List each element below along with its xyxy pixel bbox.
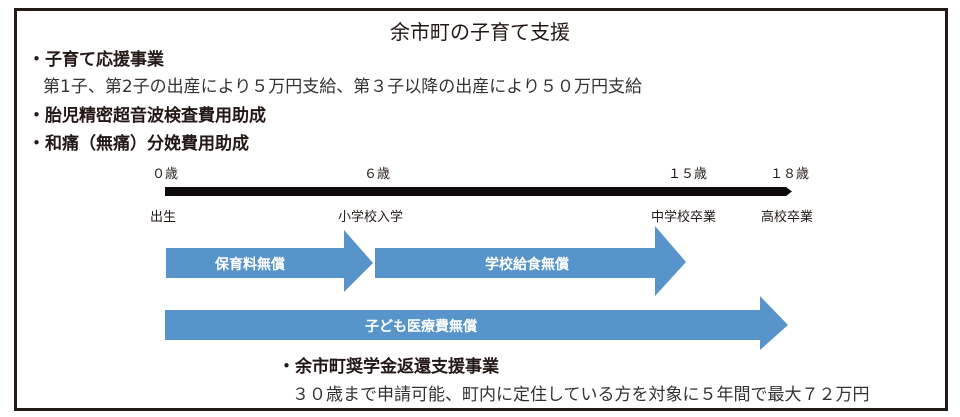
arrow-label-school-lunch: 学校給食無償	[485, 257, 569, 273]
timeline-bar	[165, 187, 792, 196]
arrow-medical	[165, 296, 788, 350]
age-label-6: ６歳	[364, 167, 391, 182]
page-title: 余市町の子育て支援	[390, 20, 570, 44]
arrow-school-lunch	[375, 226, 686, 296]
milestone-high-school-grad: 高校卒業	[761, 210, 814, 225]
section-heading-4: ・余市町奨学金返還支援事業	[278, 357, 499, 377]
arrow-nursery-fee	[166, 230, 373, 292]
section-heading-3: ・和痛（無痛）分娩費用助成	[28, 134, 249, 154]
section-detail-1: 第1子、第2子の出産により５万円支給、第３子以降の出産により５０万円支給	[43, 77, 642, 97]
arrow-label-medical: 子ども医療費無償	[365, 319, 477, 335]
age-label-0: ０歳	[152, 167, 179, 182]
section-heading-1: ・子育て応援事業	[28, 50, 164, 70]
border-frame	[14, 8, 948, 411]
section-heading-2: ・胎児精密超音波検査費用助成	[28, 106, 266, 126]
age-label-18: １８歳	[770, 167, 810, 182]
milestone-elementary-entry: 小学校入学	[338, 210, 404, 225]
milestone-junior-high-grad: 中学校卒業	[651, 210, 717, 225]
age-label-15: １５歳	[668, 167, 708, 182]
milestone-birth: 出生	[150, 210, 177, 225]
section-detail-4: ３０歳まで申請可能、町内に定住している方を対象に５年間で最大７２万円	[292, 385, 870, 405]
arrow-label-nursery-fee: 保育料無償	[215, 257, 285, 273]
